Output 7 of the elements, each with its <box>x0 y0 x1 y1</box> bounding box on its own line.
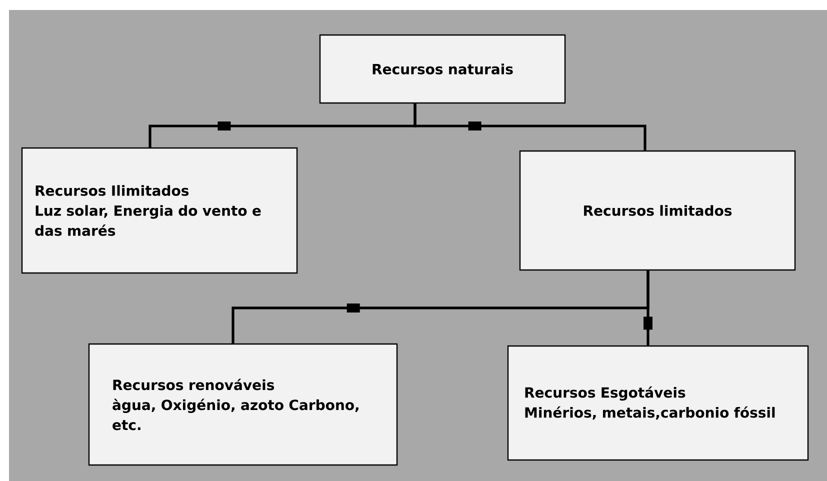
process-box: Recursos renováveis àgua, Oxigénio, azoto Carbono, etc. <box>88 343 398 466</box>
process-box: Recursos limitados <box>519 150 796 271</box>
process-box: Recursos Ilimitados Luz solar, Energia do vento e das marés <box>21 147 298 274</box>
process-box: Recursos Esgotáveis Minérios, metais,carbonio fóssil <box>507 345 809 461</box>
connector-line <box>644 270 652 346</box>
connector-line <box>414 103 646 151</box>
process-box: Recursos naturais <box>319 34 566 104</box>
